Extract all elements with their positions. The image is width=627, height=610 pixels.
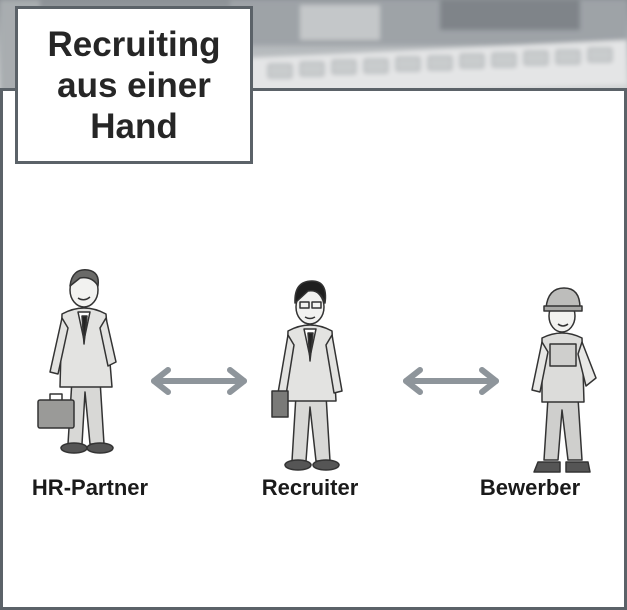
title-box: Recruiting aus einer Hand	[15, 6, 253, 164]
double-arrow-left	[151, 367, 247, 395]
hr-partner-figure	[37, 269, 117, 454]
background-photo	[0, 0, 627, 95]
page-title: Recruiting aus einer Hand	[47, 24, 221, 146]
bewerber-label: Bewerber	[479, 475, 581, 500]
bewerber-figure	[531, 287, 597, 473]
double-arrow-right	[403, 367, 499, 395]
recruiter-figure	[271, 280, 343, 471]
recruiter-label: Recruiter	[261, 475, 359, 500]
hr-partner-label: HR-Partner	[31, 475, 149, 500]
